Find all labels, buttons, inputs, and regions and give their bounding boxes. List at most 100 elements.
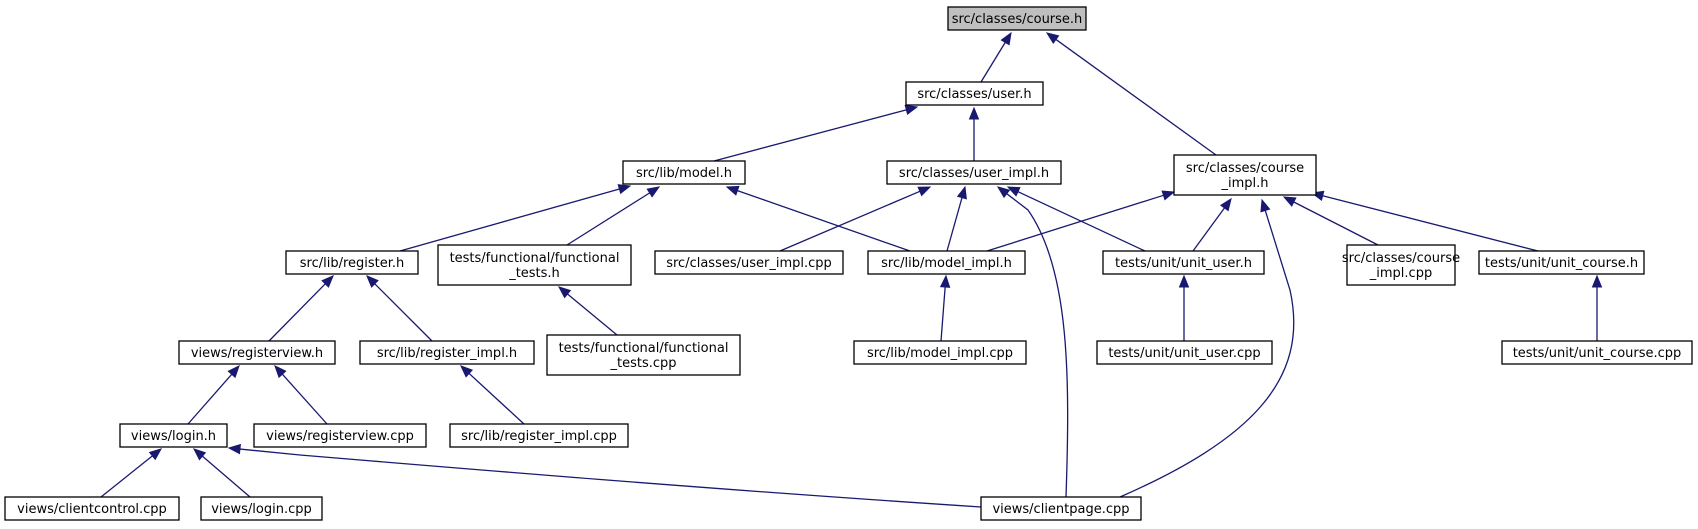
edge-line xyxy=(374,283,433,342)
arrow-head xyxy=(274,365,287,379)
node-box xyxy=(4,496,180,521)
node-login-cpp[interactable]: views/login.cpp xyxy=(200,496,323,521)
arrow-head xyxy=(1045,32,1060,44)
edge-line xyxy=(187,373,233,425)
node-func-tests-h[interactable]: tests/functional/functional_tests.h xyxy=(437,244,632,286)
node-box xyxy=(285,250,419,275)
node-label: src/lib/register_impl.h xyxy=(377,346,517,361)
node-box xyxy=(119,423,228,448)
arrow-head xyxy=(917,186,932,197)
node-register-impl-h[interactable]: src/lib/register_impl.h xyxy=(359,340,535,365)
edge-line xyxy=(567,293,618,336)
node-registerview-cpp[interactable]: views/registerview.cpp xyxy=(253,423,427,448)
edge-clientcontrol_cpp-to-login_h xyxy=(100,448,163,498)
node-label: tests/unit/unit_course.cpp xyxy=(1513,346,1682,361)
edge-user_h-to-course_h xyxy=(980,31,1012,83)
edge-course_impl_h-to-course_h xyxy=(1045,32,1217,156)
node-course-h[interactable]: src/classes/course.h xyxy=(947,6,1087,31)
arrow-head xyxy=(968,106,980,120)
arrow-head xyxy=(1178,274,1190,288)
node-box xyxy=(905,81,1044,106)
node-label: src/classes/course xyxy=(1342,251,1460,266)
edge-line xyxy=(281,373,328,425)
node-unit-course-h[interactable]: tests/unit/unit_course.h xyxy=(1478,250,1645,275)
node-func-tests-cpp[interactable]: tests/functional/functional_tests.cpp xyxy=(546,334,741,376)
node-label: _tests.cpp xyxy=(609,356,676,371)
node-user-impl-cpp[interactable]: src/classes/user_impl.cpp xyxy=(654,250,844,275)
edge-model_impl_h-to-model_h xyxy=(725,185,911,252)
edges-layer xyxy=(100,31,1603,508)
edge-model_h-to-user_h xyxy=(713,104,919,162)
edge-login_cpp-to-login_h xyxy=(192,448,251,498)
node-label: src/lib/register_impl.cpp xyxy=(461,429,617,444)
node-box xyxy=(980,496,1142,521)
node-label: src/lib/model_impl.h xyxy=(881,256,1012,271)
node-model-impl-cpp[interactable]: src/lib/model_impl.cpp xyxy=(853,340,1027,365)
node-user-impl-h[interactable]: src/classes/user_impl.h xyxy=(886,160,1062,185)
node-box xyxy=(886,160,1062,185)
node-box xyxy=(253,423,427,448)
edge-func_tests_h-to-model_h xyxy=(566,186,661,246)
node-box xyxy=(437,244,632,286)
node-unit-course-cpp[interactable]: tests/unit/unit_course.cpp xyxy=(1501,340,1693,365)
edge-line xyxy=(100,455,153,498)
node-label: tests/functional/functional xyxy=(450,251,620,266)
edge-line xyxy=(737,190,911,252)
edge-line xyxy=(239,448,982,508)
node-box xyxy=(359,340,535,365)
node-box xyxy=(622,160,746,185)
edge-registerview_cpp-to-registerview_h xyxy=(274,365,328,425)
edge-line xyxy=(1119,210,1295,498)
edge-line xyxy=(1322,195,1539,252)
edge-clientpage_cpp-to-user_impl_h xyxy=(996,186,1069,498)
arrow-head xyxy=(956,185,967,200)
edge-line xyxy=(268,283,326,342)
node-course-impl-cpp[interactable]: src/classes/course_impl.cpp xyxy=(1342,244,1460,286)
node-box xyxy=(1478,250,1645,275)
node-label: src/classes/user.h xyxy=(917,87,1031,102)
node-course-impl-h[interactable]: src/classes/course_impl.h xyxy=(1173,154,1317,196)
node-label: src/lib/model.h xyxy=(636,166,732,181)
arrow-head xyxy=(366,275,379,288)
arrow-head xyxy=(1282,196,1297,207)
arrow-head xyxy=(1219,197,1232,212)
node-box xyxy=(1102,250,1265,275)
node-login-h[interactable]: views/login.h xyxy=(119,423,228,448)
edge-line xyxy=(986,194,1164,252)
node-unit-user-h[interactable]: tests/unit/unit_user.h xyxy=(1102,250,1265,275)
node-user-h[interactable]: src/classes/user.h xyxy=(905,81,1044,106)
node-box xyxy=(853,340,1027,365)
node-label: tests/unit/unit_user.h xyxy=(1115,256,1252,271)
edge-line xyxy=(1192,207,1226,252)
node-model-impl-h[interactable]: src/lib/model_impl.h xyxy=(867,250,1026,275)
edge-line xyxy=(468,372,525,425)
edge-line xyxy=(779,190,921,252)
node-clientcontrol-cpp[interactable]: views/clientcontrol.cpp xyxy=(4,496,180,521)
node-box xyxy=(449,423,629,448)
arrow-head xyxy=(1260,198,1271,213)
edge-user_impl_h-to-user_h xyxy=(968,106,980,161)
arrow-head xyxy=(192,448,207,461)
edge-model_impl_h-to-user_impl_h xyxy=(946,185,967,252)
node-label: tests/unit/unit_course.h xyxy=(1485,256,1638,271)
edge-register_impl_h-to-register_h xyxy=(366,275,433,342)
edge-line xyxy=(946,197,963,252)
node-model-h[interactable]: src/lib/model.h xyxy=(622,160,746,185)
node-label: views/registerview.h xyxy=(191,346,323,361)
edge-line xyxy=(980,42,1006,83)
node-register-impl-cpp[interactable]: src/lib/register_impl.cpp xyxy=(449,423,629,448)
edge-register_impl_cpp-to-register_impl_h xyxy=(460,365,525,425)
edge-unit_user_h-to-course_impl_h xyxy=(1192,197,1232,252)
node-clientpage-cpp[interactable]: views/clientpage.cpp xyxy=(980,496,1142,521)
node-register-h[interactable]: src/lib/register.h xyxy=(285,250,419,275)
arrow-head xyxy=(617,184,632,195)
arrow-head xyxy=(227,365,240,379)
node-registerview-h[interactable]: views/registerview.h xyxy=(178,340,336,365)
arrow-head xyxy=(996,186,1011,199)
node-label: src/lib/model_impl.cpp xyxy=(867,346,1013,361)
node-label: _impl.cpp xyxy=(1369,266,1432,281)
nodes-layer: src/classes/course.h src/classes/user.h sr… xyxy=(4,6,1693,521)
node-unit-user-cpp[interactable]: tests/unit/unit_user.cpp xyxy=(1096,340,1273,365)
arrow-head xyxy=(939,274,951,288)
